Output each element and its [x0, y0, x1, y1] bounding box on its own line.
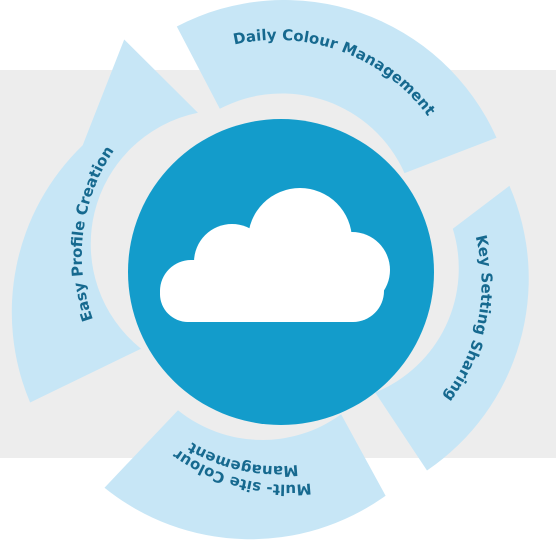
- segment-multi-site-colour-management: [104, 410, 386, 540]
- segment-daily-colour-management: [176, 0, 497, 174]
- segment-easy-profile-creation: [11, 39, 198, 403]
- segment-key-setting-sharing: [375, 185, 529, 471]
- cloud-icon: [160, 188, 390, 322]
